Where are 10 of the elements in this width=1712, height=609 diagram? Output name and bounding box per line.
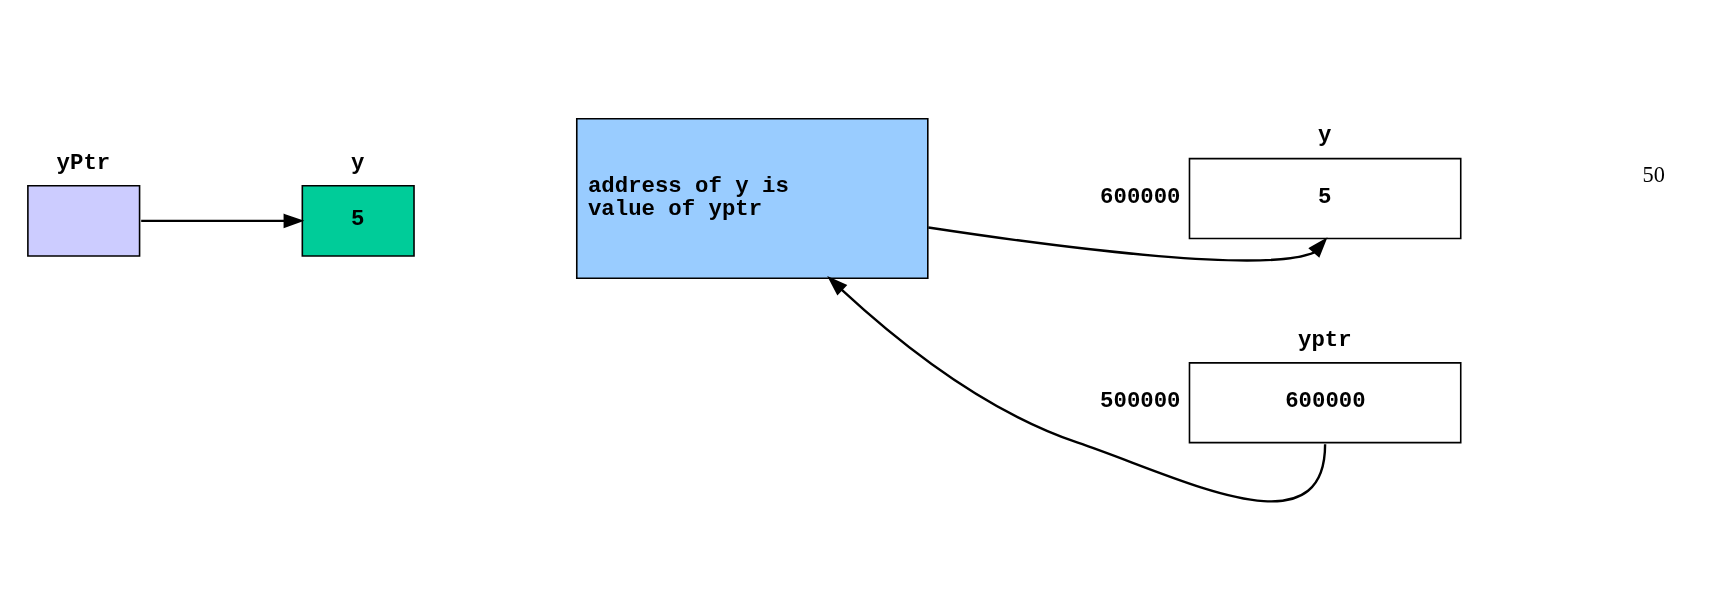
arrow <box>827 275 1327 502</box>
node-label: yPtr <box>56 149 111 176</box>
arrow <box>141 213 305 228</box>
node-label: y <box>350 149 365 176</box>
node-label: yptr <box>1297 326 1352 353</box>
arrow <box>928 225 1328 262</box>
node-label: y <box>1317 121 1332 148</box>
node-label: 600000 <box>1100 183 1181 210</box>
label: 50 <box>1642 161 1665 187</box>
node-label: 500000 <box>1100 387 1181 414</box>
